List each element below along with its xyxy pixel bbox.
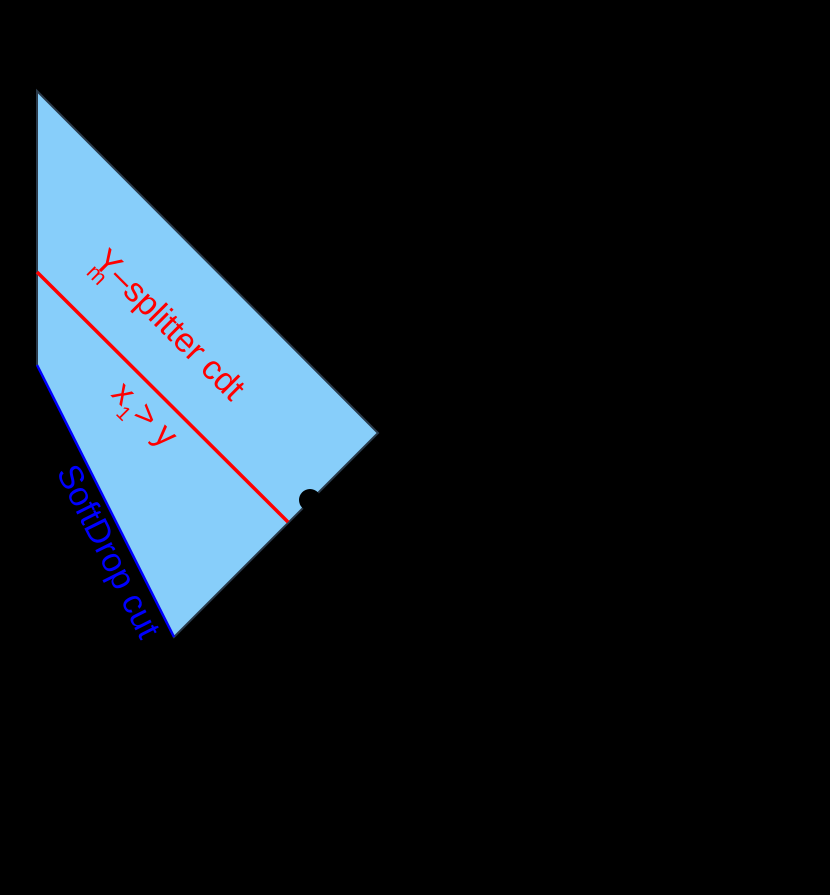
ym-splitter-line	[35, 270, 290, 524]
softdrop-cut-line	[35, 364, 176, 638]
emission-point-marker	[299, 489, 321, 511]
